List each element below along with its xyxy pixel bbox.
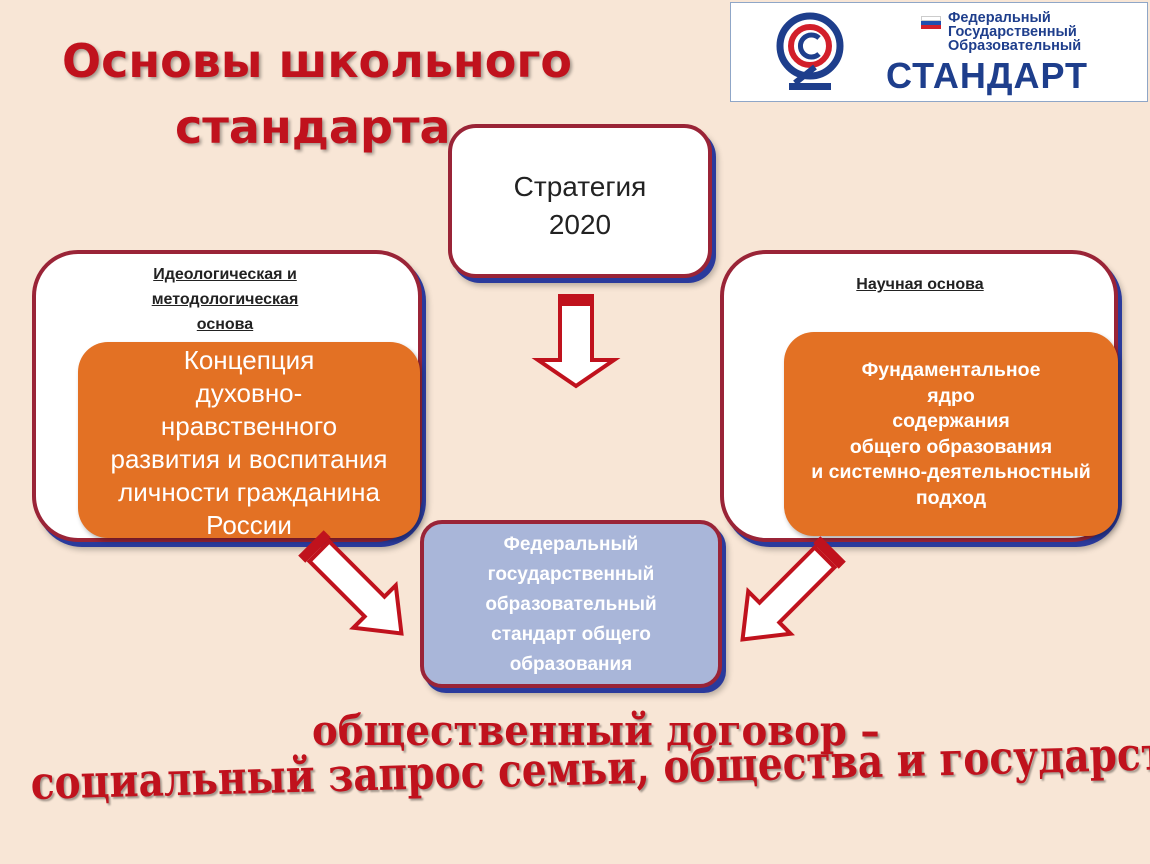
left-header-line-1: Идеологическая и xyxy=(153,266,297,283)
strategy-line-2: 2020 xyxy=(548,209,612,240)
logo-sub-line-1: Федеральный xyxy=(948,10,1051,26)
left-header-line-2: методологическая xyxy=(151,291,299,308)
fgos-line: стандарт общего xyxy=(491,624,651,645)
slide-title: Основы школьного стандарта xyxy=(40,28,580,160)
concept-line: нравственного xyxy=(160,411,338,441)
title-line-1: Основы школьного xyxy=(62,34,572,88)
right-diagonal-arrow-icon xyxy=(740,536,846,642)
core-line: Фундаментальное xyxy=(861,359,1041,381)
russian-flag-icon xyxy=(921,16,941,29)
left-header: Идеологическая и методологическая основа xyxy=(100,262,350,337)
fgos-line: Федеральный xyxy=(503,534,639,555)
core-line: и системно-деятельностный xyxy=(811,461,1091,483)
core-line: общего образования xyxy=(849,435,1053,458)
fgos-logo: Федеральный Государственный Образователь… xyxy=(730,2,1148,102)
logo-subtitle: Федеральный Государственный Образователь… xyxy=(948,10,1082,54)
fgos-line: государственный xyxy=(487,564,655,585)
concept-line: духовно- xyxy=(195,378,303,408)
concept-line: России xyxy=(206,510,292,540)
logo-brand: СТАНДАРТ xyxy=(886,55,1088,96)
strategy-2020-box: Стратегия 2020 xyxy=(448,124,712,278)
fgos-center-box: Федеральный государственный образователь… xyxy=(420,520,722,688)
core-line: подход xyxy=(915,486,987,509)
standard-emblem-icon xyxy=(776,12,844,90)
title-line-2: стандарта xyxy=(175,100,451,154)
concept-line: развития и воспитания xyxy=(110,444,388,474)
logo-sub-line-2: Государственный xyxy=(948,24,1077,40)
logo-sub-line-3: Образовательный xyxy=(948,38,1082,54)
right-header: Научная основа xyxy=(856,276,984,293)
concept-box: Концепция духовно- нравственного развити… xyxy=(78,342,420,540)
fgos-line: образования xyxy=(509,654,633,675)
fundamental-core-box: Фундаментальное ядро содержания общего о… xyxy=(784,332,1118,536)
slogan-line-1: общественный договор – xyxy=(312,706,880,755)
fgos-line: образовательный xyxy=(485,594,657,615)
down-arrow-icon xyxy=(531,294,621,389)
concept-line: Концепция xyxy=(183,345,315,375)
core-line: содержания xyxy=(892,410,1010,432)
concept-line: личности гражданина xyxy=(118,477,380,507)
left-header-line-3: основа xyxy=(196,316,254,333)
core-line: ядро xyxy=(927,384,975,407)
strategy-line-1: Стратегия xyxy=(513,171,647,202)
